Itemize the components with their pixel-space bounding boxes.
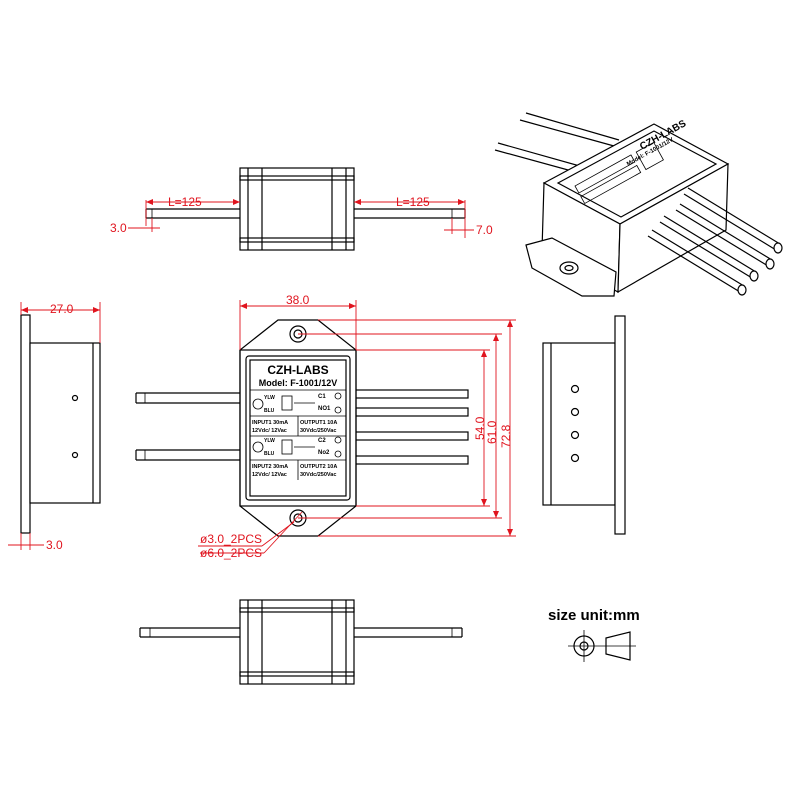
top-view-dimensions: L=125 L=125 3.0 7.0 <box>110 195 493 238</box>
front-model-label: Model: F-1001/12V <box>259 378 338 388</box>
ch1-output: OUTPUT1 10A <box>300 420 337 426</box>
front-brand-label: CZH-LABS <box>267 363 328 377</box>
ch1-input-v: 12Vdc/ 12Vac <box>252 428 287 434</box>
dim-side-depth: 27.0 <box>50 302 74 316</box>
front-view: CZH-LABS Model: F-1001/12V YLW BLU C1 NO… <box>135 319 469 537</box>
dim-hole-large: ø6.0_2PCS <box>200 546 262 560</box>
dim-body-width: 38.0 <box>286 293 310 307</box>
isometric-view: CZH-LABS Model: F-1001/12V <box>494 112 783 297</box>
ch2-input-v: 12Vdc/ 12Vac <box>252 472 287 478</box>
dim-wire-length-right: L=125 <box>396 195 430 209</box>
dim-side-flange: 3.0 <box>46 538 63 552</box>
channel-1: YLW BLU C1 NO1 INPUT1 30mA 12Vdc/ 12Vac … <box>250 392 346 437</box>
ch1-no: NO1 <box>318 406 331 412</box>
ch2-ylw: YLW <box>264 438 275 444</box>
front-view-dimensions: 38.0 54.0 61.0 72.8 ø3.0_2PCS ø6.0_2PCS <box>198 293 516 560</box>
ch1-c: C1 <box>318 394 326 400</box>
size-unit-legend: size unit:mm <box>548 607 640 662</box>
output-pins <box>647 187 783 296</box>
ch2-c: C2 <box>318 438 326 444</box>
ch2-blu: BLU <box>264 451 275 457</box>
dim-height-54: 54.0 <box>473 416 487 440</box>
ch2-no: No2 <box>318 450 330 456</box>
ch1-blu: BLU <box>264 408 275 414</box>
channel-2: YLW BLU C2 No2 INPUT2 30mA 12Vdc/ 12Vac … <box>250 436 346 480</box>
left-side-dimensions: 27.0 3.0 <box>8 302 101 552</box>
ch2-input: INPUT2 30mA <box>252 464 288 470</box>
dim-height-72: 72.8 <box>499 424 513 448</box>
projection-symbol-icon <box>568 630 636 662</box>
bottom-view <box>139 599 463 685</box>
right-side-view <box>542 315 626 535</box>
dim-wire-strip-right: 7.0 <box>476 223 493 237</box>
ch2-output: OUTPUT2 10A <box>300 464 337 470</box>
left-side-view <box>20 314 101 534</box>
ch2-output-v: 30Vdc/250Vac <box>300 472 336 478</box>
top-view <box>145 167 466 251</box>
ch1-input: INPUT1 30mA <box>252 420 288 426</box>
ch1-output-v: 30Vdc/250Vac <box>300 428 336 434</box>
size-unit-label: size unit:mm <box>548 607 640 624</box>
dim-wire-strip-left: 3.0 <box>110 221 127 235</box>
dim-hole-small: ø3.0_2PCS <box>200 532 262 546</box>
dim-height-61: 61.0 <box>485 420 499 444</box>
dim-wire-length-left: L=125 <box>168 195 202 209</box>
ch1-ylw: YLW <box>264 395 275 401</box>
